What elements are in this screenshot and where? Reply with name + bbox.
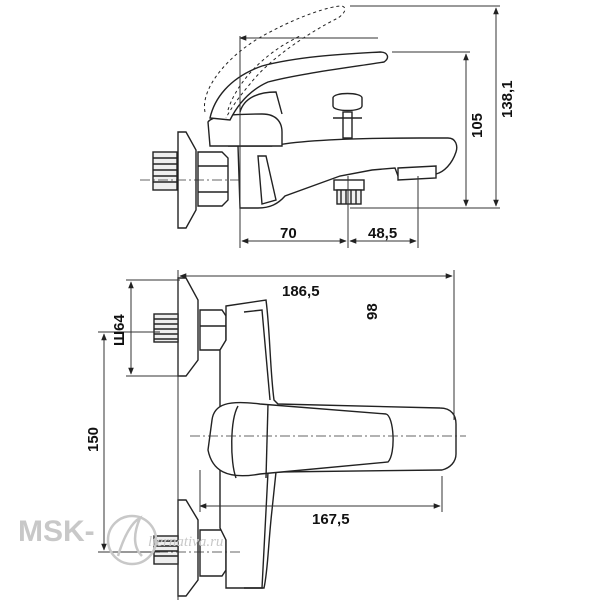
dim-side-width-left: 70 — [280, 225, 297, 242]
top-lower-fitting — [153, 535, 179, 565]
watermark: MSK- lternativa.ru — [18, 514, 223, 566]
top-upper-flange — [177, 277, 199, 377]
dim-top-body-length: 167,5 — [312, 511, 350, 528]
top-dimensions — [98, 270, 466, 600]
dim-top-total-length: 186,5 — [282, 283, 320, 300]
dim-side-width-right: 48,5 — [368, 225, 397, 242]
watermark-brand: MSK- — [18, 515, 95, 548]
top-upper-fitting — [153, 313, 179, 343]
dim-top-pipe-thread: Ш64 — [111, 314, 128, 346]
side-diverter-knob — [332, 92, 363, 139]
top-view — [153, 277, 457, 597]
side-lever-handle — [209, 51, 389, 121]
dim-top-pipe-spacing: 150 — [85, 427, 102, 452]
top-lever-handle — [207, 401, 394, 477]
side-nut — [197, 151, 229, 207]
watermark-site: lternativa.ru — [148, 534, 223, 550]
side-wall-flange — [177, 131, 197, 229]
side-lever-alt-position — [203, 5, 346, 119]
top-upper-nut — [199, 309, 227, 351]
side-dimensions — [140, 5, 500, 248]
dim-side-height-total: 138,1 — [499, 80, 516, 118]
side-threaded-fitting — [152, 151, 178, 191]
dim-side-height-inner: 105 — [469, 113, 486, 138]
side-faucet-body — [228, 137, 458, 209]
dim-top-depth: 98 — [364, 303, 381, 320]
side-view — [152, 5, 458, 229]
watermark-logo-icon — [106, 514, 158, 566]
side-bottom-outlet — [333, 179, 365, 205]
